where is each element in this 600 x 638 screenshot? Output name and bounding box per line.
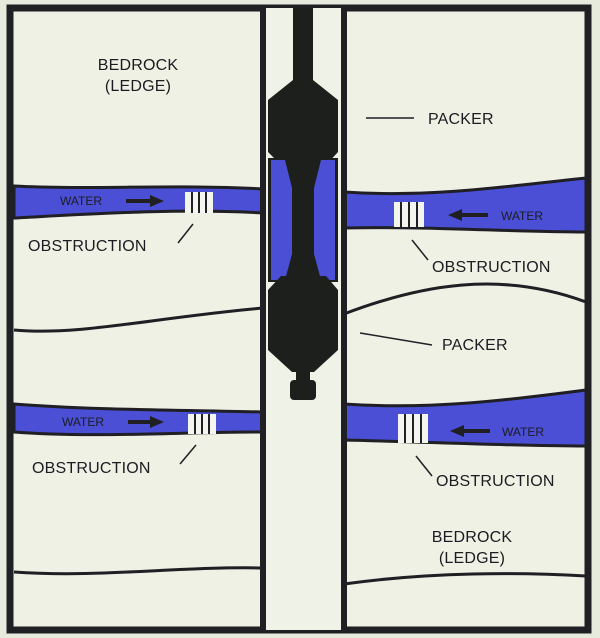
right-bedding-line-1 bbox=[343, 282, 587, 316]
left-lower-obstruction-marker bbox=[188, 414, 216, 434]
right-lower-obstruction-label: OBSTRUCTION bbox=[436, 473, 555, 490]
packer-rod bbox=[293, 8, 313, 84]
right-lower-obstruction-marker bbox=[398, 414, 428, 443]
packer-assembly bbox=[268, 8, 338, 400]
upper-packer bbox=[268, 80, 338, 165]
right-upper-obstruction-leader bbox=[411, 239, 429, 261]
right-lower-water-label: WATER bbox=[502, 425, 544, 439]
right-upper-obstruction-label: OBSTRUCTION bbox=[432, 259, 551, 276]
packer-tip bbox=[290, 380, 316, 400]
left-upper-flow-arrow bbox=[126, 195, 164, 207]
left-upper-obstruction-marker bbox=[185, 192, 213, 213]
left-lower-obstruction-leader bbox=[179, 444, 197, 465]
right-lower-obstruction-leader bbox=[415, 455, 433, 477]
right-bedding-line-2 bbox=[343, 572, 587, 586]
left-upper-obstruction-label: OBSTRUCTION bbox=[28, 238, 147, 255]
lower-packer-leader bbox=[359, 332, 433, 346]
bedrock-top-label-line2: (LEDGE) bbox=[105, 78, 171, 95]
upper-packer-label: PACKER bbox=[428, 111, 494, 128]
right-upper-flow-arrow bbox=[448, 209, 488, 221]
lower-packer bbox=[268, 276, 338, 372]
left-bedding-line-2 bbox=[13, 566, 264, 576]
left-lower-flow-arrow bbox=[128, 416, 164, 428]
bedrock-top-label-line1: BEDROCK bbox=[98, 57, 179, 74]
left-lower-water-label: WATER bbox=[62, 415, 104, 429]
left-bedding-line-1 bbox=[13, 306, 264, 333]
left-upper-obstruction-leader bbox=[177, 223, 194, 244]
right-lower-flow-arrow bbox=[450, 425, 490, 437]
left-lower-obstruction-label: OBSTRUCTION bbox=[32, 460, 151, 477]
left-upper-water-label: WATER bbox=[60, 194, 102, 208]
left-rock-column bbox=[12, 184, 265, 576]
right-upper-water-label: WATER bbox=[501, 209, 543, 223]
right-rock-column bbox=[342, 117, 588, 586]
bedrock-bottom-label-line1: BEDROCK bbox=[432, 529, 513, 546]
lower-packer-label: PACKER bbox=[442, 337, 508, 354]
right-upper-obstruction-marker bbox=[394, 202, 424, 227]
packer-interval-screen bbox=[268, 158, 338, 282]
bedrock-bottom-label-line2: (LEDGE) bbox=[439, 550, 505, 567]
